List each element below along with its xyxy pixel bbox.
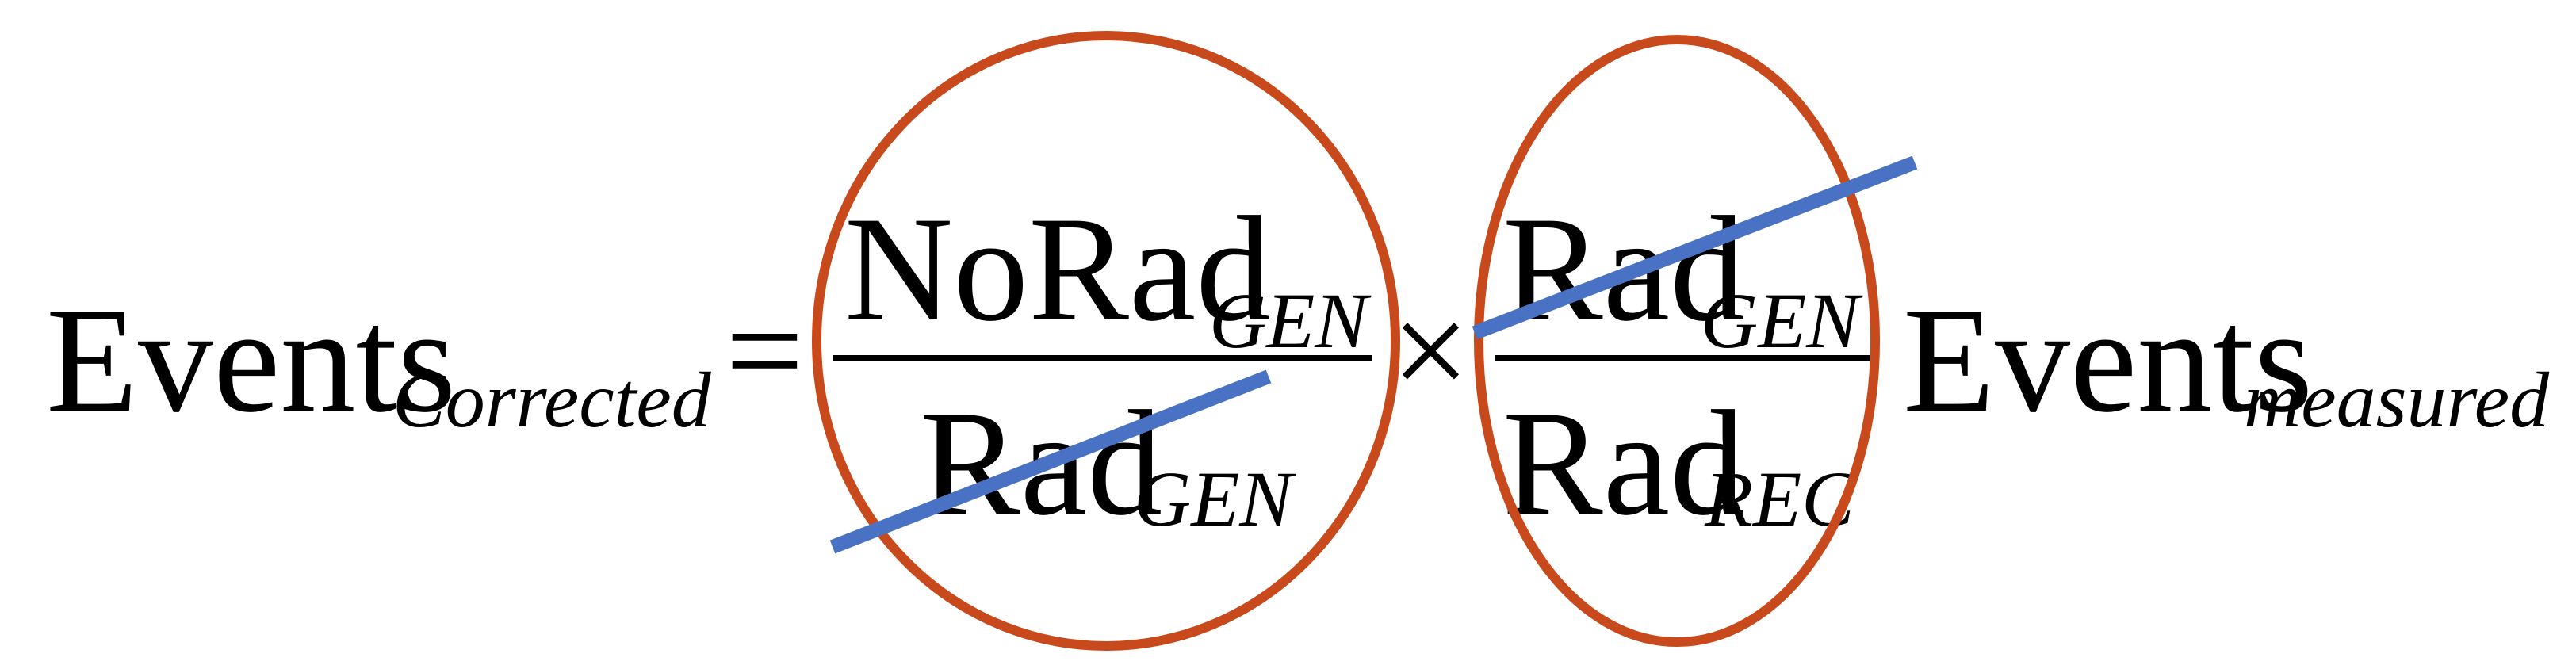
- fraction1-bar: [833, 355, 1372, 361]
- lhs-corrected-subscript: Corrected: [392, 356, 711, 444]
- fraction2-denominator-rad: Rad: [1502, 380, 1746, 547]
- fraction2-numerator-subscript: GEN: [1701, 277, 1859, 365]
- fraction1-denominator-strike: [829, 369, 1272, 554]
- fraction1-numerator-subscript: GEN: [1209, 277, 1368, 365]
- equals-sign: =: [725, 273, 804, 427]
- fraction1-circle: [812, 31, 1400, 651]
- fraction2-bar: [1495, 355, 1871, 361]
- rhs-events-text: Events: [1903, 277, 2314, 444]
- lhs-events-text: Events: [46, 277, 457, 444]
- fraction2-numerator-strike: [1472, 155, 1918, 340]
- fraction2-circle: [1474, 35, 1880, 647]
- times-sign: ×: [1391, 273, 1470, 427]
- rhs-measured-subscript: measured: [2244, 356, 2550, 444]
- fraction1-denominator-subscript: GEN: [1134, 455, 1292, 543]
- fraction1-numerator-norad: NoRad: [844, 186, 1272, 353]
